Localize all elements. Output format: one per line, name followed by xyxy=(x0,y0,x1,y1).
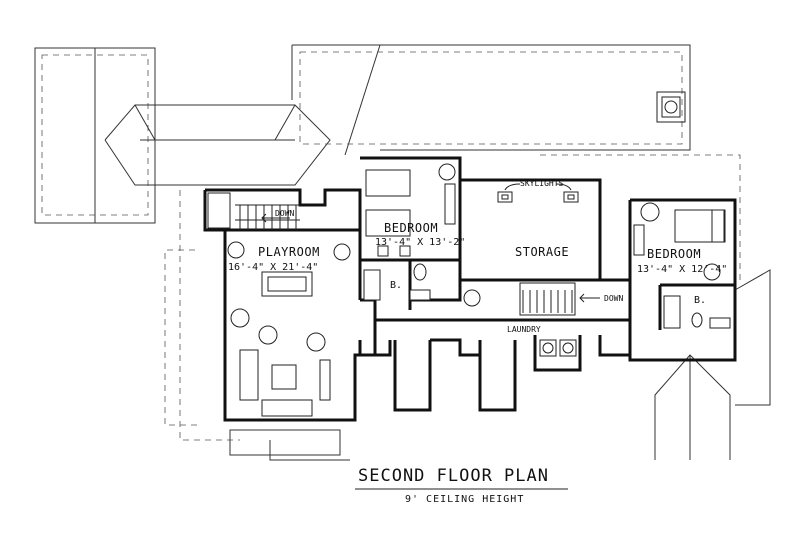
plan-title: SECOND FLOOR PLAN xyxy=(358,466,549,486)
bath-2-label: B. xyxy=(694,295,706,306)
bedroom-2-label: BEDROOM xyxy=(647,247,701,261)
laundry-label: LAUNDRY xyxy=(507,325,541,334)
walls xyxy=(203,156,737,422)
stairs-right xyxy=(522,290,600,313)
plan-subtitle: 9' CEILING HEIGHT xyxy=(405,494,524,505)
bedroom-2-size: 13'-4" X 12'-4" xyxy=(637,264,727,275)
stairs-left xyxy=(235,204,300,230)
playroom-label: PLAYROOM xyxy=(258,245,320,259)
bedroom-1-label: BEDROOM xyxy=(384,221,438,235)
bath-1-label: B. xyxy=(390,280,402,291)
skylights-label: SKYLIGHTS xyxy=(520,179,564,188)
down-label-right: DOWN xyxy=(604,294,623,303)
roof-outline xyxy=(34,44,771,461)
storage-label: STORAGE xyxy=(515,245,569,259)
playroom-size: 16'-4" X 21'-4" xyxy=(228,262,318,273)
furniture xyxy=(227,163,731,417)
down-label-left: DOWN xyxy=(275,209,294,218)
bedroom-1-size: 13'-4" X 13'-2" xyxy=(375,237,465,248)
